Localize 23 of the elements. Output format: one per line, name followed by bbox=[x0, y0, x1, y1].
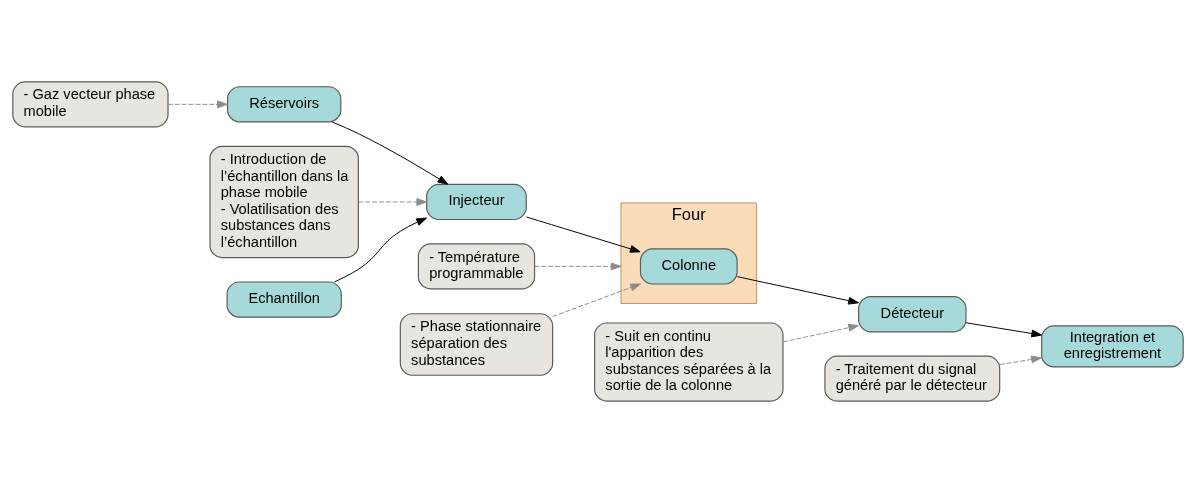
arrow bbox=[534, 262, 622, 270]
node-box: Détecteur bbox=[858, 295, 967, 332]
node-box: - Traitement du signal généré par le détecteur bbox=[824, 355, 1001, 402]
arrow bbox=[331, 120, 449, 185]
node-box: Réservoirs bbox=[226, 85, 342, 122]
arrow bbox=[999, 355, 1042, 365]
arrow bbox=[333, 217, 427, 282]
node-box: - Température programmable bbox=[417, 242, 536, 289]
arrow bbox=[552, 283, 641, 317]
arrow bbox=[526, 216, 641, 253]
node-box: - Suit en continu l'apparition des substances séparées à la sortie de la colonne bbox=[594, 321, 784, 402]
arrow bbox=[965, 321, 1043, 337]
arrow bbox=[358, 197, 428, 206]
arrow bbox=[736, 275, 859, 305]
node-box: Echantillon bbox=[226, 280, 342, 318]
node-box: Injecteur bbox=[426, 183, 527, 220]
node-box: Integration et enregistrement bbox=[1041, 324, 1184, 367]
node-box: - Gaz vecteur phase mobile bbox=[12, 80, 169, 127]
arrow bbox=[782, 323, 860, 342]
node-box: - Introduction de l’échantillon dans la phase mobile - Volatilisation des substances dans l’échantillon bbox=[209, 145, 359, 258]
node-box: Colonne bbox=[639, 247, 738, 285]
arrow bbox=[167, 99, 228, 108]
node-box: - Phase stationnaire séparation des substances bbox=[399, 312, 554, 376]
